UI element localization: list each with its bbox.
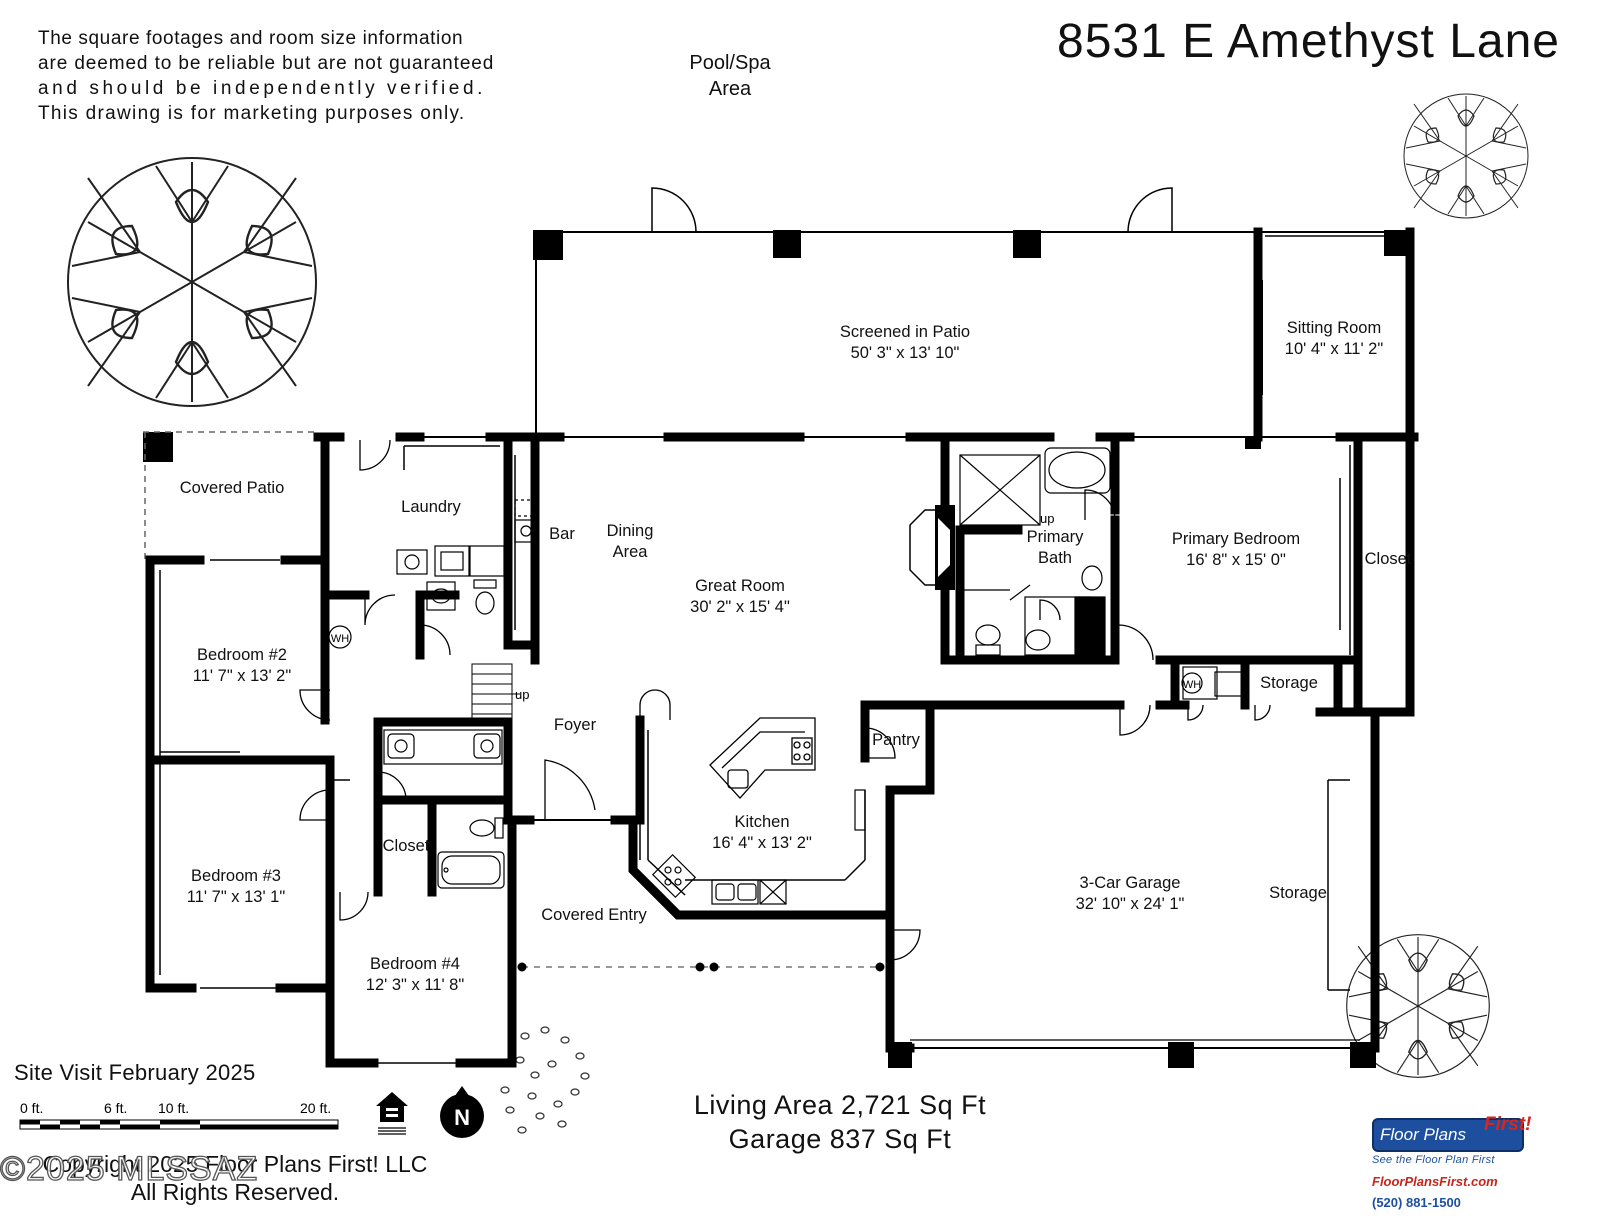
pool-area-line: Area bbox=[708, 78, 752, 100]
room-label-garage: 3-Car Garage bbox=[1080, 874, 1181, 892]
fireplace bbox=[909, 505, 955, 590]
brand-tagline: See the Floor Plan First bbox=[1372, 1154, 1495, 1166]
covered-patio-outline bbox=[143, 431, 318, 560]
water-heater-icon: WH WH bbox=[328, 625, 1246, 700]
room-label-primary-bedroom: Primary Bedroom bbox=[1172, 530, 1300, 548]
room-label-primary-bath: Bath bbox=[1038, 549, 1072, 567]
disclaimer-line: are deemed to be reliable but are not gu… bbox=[38, 53, 495, 74]
room-size-kitchen: 16' 4" x 13' 2" bbox=[712, 834, 812, 852]
kitchen-fixtures bbox=[651, 789, 866, 905]
room-label-sitting-room: Sitting Room bbox=[1287, 319, 1381, 337]
room-label-pantry: Pantry bbox=[872, 731, 920, 749]
brand-logo: Floor Plans First! See the Floor Plan Fi… bbox=[1372, 1114, 1592, 1210]
scale-bar: 0 ft. 6 ft. 10 ft. 20 ft. bbox=[19, 1100, 339, 1130]
room-label-primary-bath: Primary bbox=[1027, 528, 1085, 546]
room-label-great-room: Great Room bbox=[695, 577, 785, 595]
equal-housing-icon bbox=[376, 1092, 408, 1135]
garage-area: Garage 837 Sq Ft bbox=[728, 1124, 952, 1154]
brand-url: FloorPlansFirst.com bbox=[1372, 1174, 1498, 1189]
room-size-great-room: 30' 2" x 15' 4" bbox=[690, 598, 790, 616]
copyright-line: Copyright 2025 Floor Plans First! LLC bbox=[42, 1151, 428, 1177]
living-area: Living Area 2,721 Sq Ft bbox=[693, 1090, 987, 1120]
water-heater-label: WH bbox=[331, 633, 349, 645]
room-label-dining: Area bbox=[613, 543, 649, 561]
screened-patio-outline bbox=[535, 187, 1414, 434]
copyright-line: All Rights Reserved. bbox=[130, 1179, 340, 1205]
scale-label: 20 ft. bbox=[300, 1100, 331, 1116]
pool-area-line: Pool/Spa bbox=[689, 52, 771, 74]
scale-label: 6 ft. bbox=[104, 1100, 127, 1116]
room-label-bar: Bar bbox=[549, 525, 575, 543]
stairs bbox=[471, 663, 520, 723]
room-label-primary-closet: Closet bbox=[1365, 550, 1412, 568]
north-label: N bbox=[454, 1105, 470, 1130]
garage-piers bbox=[888, 437, 1376, 1068]
disclaimer-line: and should be independently verified. bbox=[38, 78, 486, 99]
disclaimer-line: This drawing is for marketing purposes o… bbox=[38, 103, 466, 124]
room-label-foyer: Foyer bbox=[554, 716, 597, 734]
room-size-bedroom-4: 12' 3" x 11' 8" bbox=[366, 976, 465, 994]
room-size-sitting-room: 10' 4" x 11' 2" bbox=[1285, 340, 1384, 358]
scale-label: 0 ft. bbox=[20, 1100, 43, 1116]
scale-label: 10 ft. bbox=[158, 1100, 189, 1116]
room-label-bedroom-4: Bedroom #4 bbox=[370, 955, 460, 973]
room-label-covered-patio: Covered Patio bbox=[180, 479, 285, 497]
site-visit-note: Site Visit February 2025 bbox=[14, 1060, 256, 1085]
room-label-storage: Storage bbox=[1260, 674, 1318, 692]
tree-icon bbox=[1403, 93, 1529, 219]
disclaimer-line: The square footages and room size inform… bbox=[38, 28, 464, 49]
laundry-fixtures bbox=[396, 499, 538, 615]
room-size-screened-patio: 50' 3" x 13' 10" bbox=[851, 344, 960, 362]
tree-icon bbox=[66, 156, 318, 408]
room-label-kitchen: Kitchen bbox=[734, 813, 789, 831]
room-size-garage: 32' 10" x 24' 1" bbox=[1076, 895, 1185, 913]
room-size-bedroom-2: 11' 7" x 13' 2" bbox=[193, 667, 292, 685]
room-label-dining: Dining bbox=[607, 522, 654, 540]
hall-bath-fixtures bbox=[383, 729, 505, 889]
brand-name-accent: First! bbox=[1484, 1114, 1532, 1135]
entry-posts bbox=[517, 962, 885, 972]
room-label-bedroom-3: Bedroom #3 bbox=[191, 867, 281, 885]
room-label-covered-entry: Covered Entry bbox=[541, 906, 647, 924]
patio-columns bbox=[143, 230, 1412, 462]
room-label-garage-storage: Storage bbox=[1269, 884, 1327, 902]
brand-badge: Floor Plans First! bbox=[1372, 1114, 1532, 1152]
walls bbox=[145, 227, 1419, 1068]
interior-lines bbox=[159, 436, 1360, 1064]
room-size-primary-bedroom: 16' 8" x 15' 0" bbox=[1186, 551, 1286, 569]
pool-area-label: Pool/Spa Area bbox=[650, 50, 810, 102]
water-heater-label: WH bbox=[1183, 679, 1201, 691]
room-label-screened-patio: Screened in Patio bbox=[840, 323, 970, 341]
room-label-bedroom-2: Bedroom #2 bbox=[197, 646, 287, 664]
stairs-up-label: up bbox=[1040, 511, 1054, 526]
room-label-hall-closet: Closet bbox=[383, 837, 430, 855]
shrub-icon bbox=[500, 1026, 590, 1134]
mls-watermark: ©2025 MLSSAZ bbox=[0, 1149, 259, 1188]
brand-phone: (520) 881-1500 bbox=[1372, 1195, 1461, 1210]
disclaimer: The square footages and room size inform… bbox=[38, 26, 508, 126]
copyright: Copyright 2025 Floor Plans First! LLC Al… bbox=[20, 1150, 450, 1206]
kitchen-island bbox=[709, 717, 816, 799]
primary-bath-fixtures bbox=[959, 447, 1111, 661]
brand-name: Floor Plans bbox=[1380, 1125, 1466, 1144]
area-summary: Living Area 2,721 Sq Ft Garage 837 Sq Ft bbox=[680, 1088, 1000, 1156]
room-size-bedroom-3: 11' 7" x 13' 1" bbox=[187, 888, 286, 906]
property-address: 8531 E Amethyst Lane bbox=[1057, 15, 1560, 68]
door-swings bbox=[299, 439, 1271, 961]
north-arrow-icon: N bbox=[440, 1086, 484, 1138]
room-label-laundry: Laundry bbox=[401, 498, 461, 516]
stairs-up-label: up bbox=[515, 687, 529, 702]
